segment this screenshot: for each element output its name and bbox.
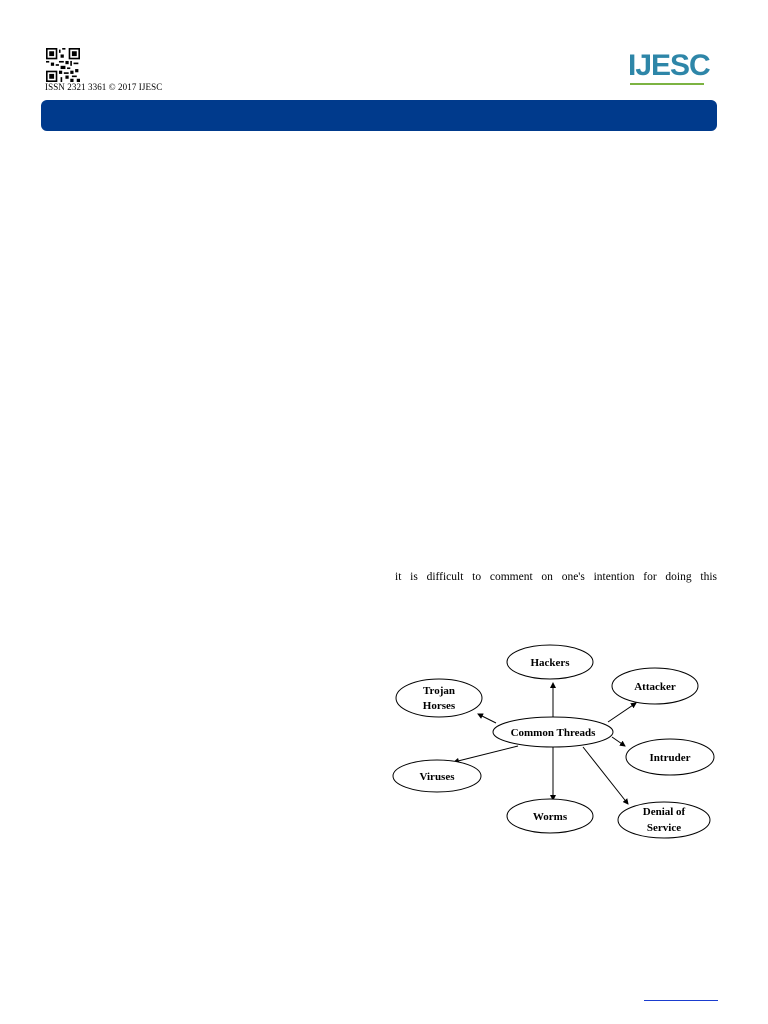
qr-code-icon	[46, 48, 80, 82]
edge-denial	[582, 746, 629, 805]
node-worms-ellipse	[506, 798, 594, 834]
node-trojan-label-2: Horses	[423, 700, 456, 712]
node-intruder-label: Intruder	[650, 752, 691, 764]
edge-intruder	[611, 736, 626, 747]
body-text-line: it is difficult to comment on one's inte…	[395, 571, 717, 583]
node-center-label: Common Threads	[511, 727, 597, 739]
node-center-ellipse	[492, 716, 614, 748]
node-hackers-label: Hackers	[530, 657, 570, 669]
node-trojan-ellipse	[395, 678, 483, 718]
journal-logo: IJESC	[628, 49, 711, 92]
node-worms-label: Worms	[533, 811, 568, 823]
node-trojan-label-1: Trojan	[423, 685, 455, 697]
edge-trojan	[477, 713, 497, 724]
node-denial-label-1: Denial of	[643, 806, 686, 818]
node-attacker-label: Attacker	[634, 681, 676, 693]
logo-underline	[630, 83, 704, 85]
node-viruses-label: Viruses	[419, 771, 455, 783]
header-banner	[41, 100, 717, 131]
node-viruses-ellipse	[392, 759, 482, 793]
edge-viruses	[453, 745, 519, 764]
edge-attacker	[607, 702, 637, 723]
node-denial-ellipse	[617, 801, 711, 839]
node-denial-label-2: Service	[647, 822, 681, 834]
node-hackers-ellipse	[506, 644, 594, 680]
issn-copyright: ISSN 2321 3361 © 2017 IJESC	[45, 82, 163, 92]
logo-text: IJESC	[628, 49, 711, 82]
node-attacker-ellipse	[611, 667, 699, 705]
footer-link[interactable]	[644, 1000, 718, 1001]
threats-diagram: Common Threads Hackers Attacker Intruder…	[380, 640, 720, 840]
node-intruder-ellipse	[625, 738, 715, 776]
